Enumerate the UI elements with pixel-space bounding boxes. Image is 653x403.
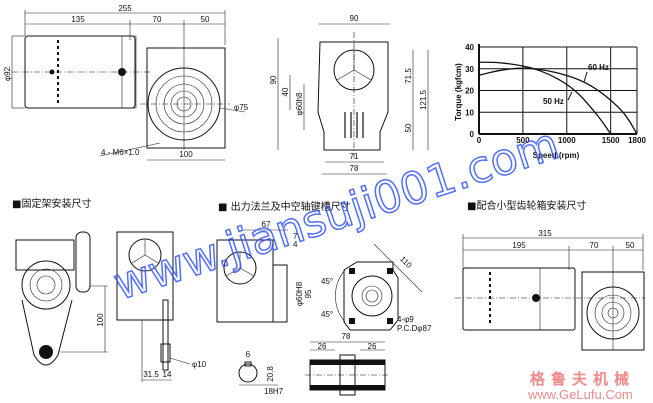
logo-chinese: 格鲁夫机械 <box>530 370 635 388</box>
dim-key-18: 18H7 <box>264 387 284 396</box>
dim-4: 4 <box>293 240 298 249</box>
dim-w71: 71 <box>350 152 359 161</box>
dim-holes: 4-φ9 <box>397 315 414 324</box>
gearbox-body <box>146 47 226 149</box>
section-title-bracket: ■固定架安装尺寸 <box>12 197 91 210</box>
dim-motor-dia: φ92 <box>3 66 12 81</box>
y-tick-label: 40 <box>465 43 474 52</box>
dim-key-6: 6 <box>246 350 251 359</box>
series-label-60hz: 60 Hz <box>588 63 609 72</box>
dim-key-20-8: 20.8 <box>266 366 275 382</box>
motor-side-view: 255 135 70 50 φ92 φ75 4 - M6×1.0 100 <box>3 4 249 161</box>
x-axis-label: Speed (rpm) <box>533 151 580 160</box>
x-tick-label: 1000 <box>558 136 576 145</box>
y-tick-label: 10 <box>465 108 474 117</box>
curve-60hz <box>478 67 638 135</box>
dim-95: 95 <box>304 289 313 298</box>
torque-speed-chart: 0 500 1000 1500 1800 0 10 20 30 40 Torque (kgfcm)… <box>454 43 646 160</box>
dim-14: 14 <box>163 370 172 379</box>
y-tick-label: 30 <box>465 65 474 74</box>
curve-50hz <box>479 61 612 135</box>
dim-angle-1: 45° <box>321 277 333 286</box>
dim-67: 67 <box>262 220 271 229</box>
dim-end-50: 50 <box>626 241 635 250</box>
dim-h50: 50 <box>404 123 413 132</box>
dim-26-left: 26 <box>318 342 327 351</box>
dim-motor-195: 195 <box>512 241 526 250</box>
dim-angle-2: 45° <box>321 310 333 319</box>
dim-h40: 40 <box>281 87 290 96</box>
section-title-flange: ■ 出力法兰及中空轴键槽尺寸 <box>218 200 351 213</box>
dim-110: 110 <box>398 255 414 271</box>
dim-hole: φ10 <box>192 360 207 369</box>
dim-26-right: 26 <box>368 342 377 351</box>
dim-total: 255 <box>118 4 132 13</box>
dim-arm: 100 <box>96 313 105 327</box>
dim-width: 90 <box>350 14 359 23</box>
x-tick-label: 1800 <box>628 136 646 145</box>
y-axis-label: Torque (kgfcm) <box>454 63 463 121</box>
watermark: www.jiansuji001.com <box>108 118 565 310</box>
dim-7: 7 <box>293 232 298 241</box>
dim-h121-5: 121.5 <box>419 89 428 110</box>
dim-bore: φ60H8 <box>295 281 304 306</box>
section-title-small-gearbox: ■配合小型齿轮箱安装尺寸 <box>467 199 586 212</box>
y-tick-label: 0 <box>470 130 475 139</box>
dim-31-5: 31.5 <box>143 370 159 379</box>
dim-end: 50 <box>201 15 210 24</box>
dim-height: 90 <box>269 75 278 84</box>
bracket-views: 100 φ10 31.5 14 <box>15 231 207 382</box>
dim-total-315: 315 <box>538 229 552 238</box>
dim-h71-5: 71.5 <box>404 68 413 84</box>
dim-w78: 78 <box>350 164 359 173</box>
dim-pcd: P.C.Dφ87 <box>397 324 432 333</box>
series-label-50hz: 50 Hz <box>543 97 564 106</box>
x-tick-label: 1500 <box>602 136 620 145</box>
dim-bolts: 4 - M6×1.0 <box>101 148 140 157</box>
dim-shaft: φ60h8 <box>295 92 304 116</box>
small-gearbox-view: 315 195 70 50 <box>455 229 645 351</box>
dim-len-78: 78 <box>342 332 351 341</box>
x-tick-label: 0 <box>477 136 482 145</box>
dim-mid: 70 <box>153 15 162 24</box>
gearbox-front-view: 90 90 40 φ60h8 71.5 121.5 50 71 78 <box>269 14 429 175</box>
x-tick-label: 500 <box>516 136 530 145</box>
dim-motor: 135 <box>71 15 85 24</box>
dim-base: 100 <box>179 150 193 159</box>
dim-flange-dia: φ75 <box>234 103 249 112</box>
y-tick-label: 20 <box>465 87 474 96</box>
dim-mid-70: 70 <box>590 241 599 250</box>
logo-url: www.GeLufu.Com <box>527 387 633 402</box>
